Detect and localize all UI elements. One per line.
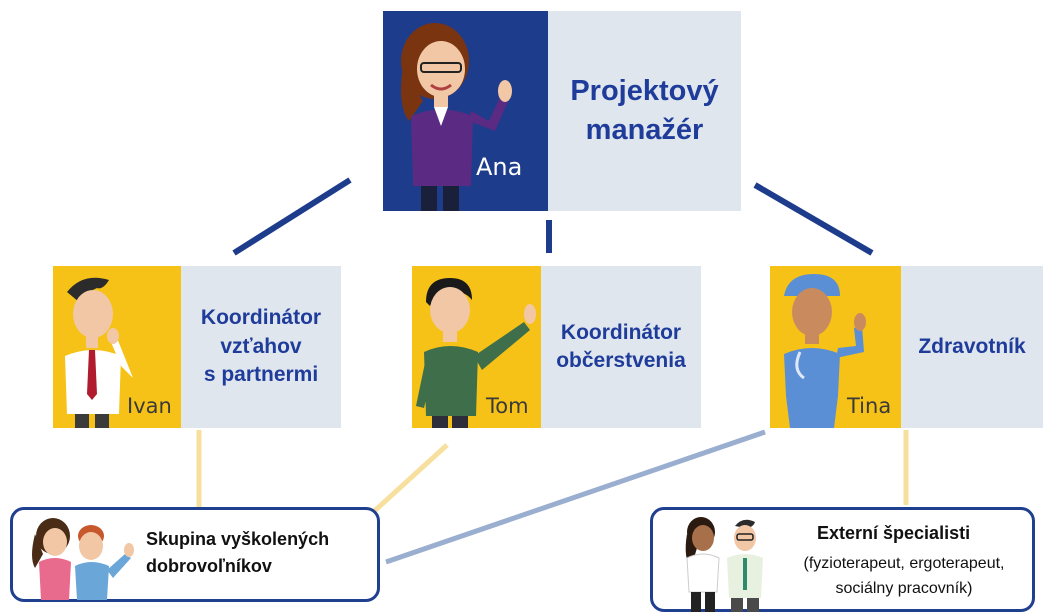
manager-role: Projektový manažér — [570, 74, 719, 146]
tom-role: Koordinátor občerstvenia — [556, 320, 686, 372]
volunteers-group: Skupina vyškolených dobrovoľníkov — [10, 507, 380, 602]
line-tina-volunteers — [385, 429, 766, 565]
tina-name: Tina — [847, 394, 892, 418]
tom-portrait: Tom — [412, 266, 541, 428]
volunteers-title: Skupina vyškolených dobrovoľníkov — [146, 529, 330, 576]
line-manager-ivan — [232, 177, 352, 256]
manager-name: Ana — [476, 153, 523, 181]
ivan-portrait: Ivan — [53, 266, 181, 428]
tina-portrait: Tina — [770, 266, 901, 428]
line-manager-tina — [753, 182, 874, 256]
specialists-group: Externí špecialisti (fyzioterapeut, ergo… — [650, 507, 1035, 612]
ivan-name: Ivan — [127, 394, 172, 418]
specialists-illustration — [685, 517, 763, 612]
specialists-title: Externí špecialisti — [817, 523, 971, 543]
tom-role-panel: Koordinátor občerstvenia — [541, 266, 701, 428]
volunteers-illustration — [32, 518, 134, 600]
tina-role: Zdravotník — [918, 334, 1026, 358]
ivan-role-panel: Koordinátor vzťahov s partnermi — [181, 266, 341, 428]
ivan-role: Koordinátor vzťahov s partnermi — [200, 306, 322, 387]
tom-name: Tom — [486, 394, 529, 418]
manager-portrait: Ana — [383, 11, 548, 211]
line-tom-volunteers — [368, 443, 449, 517]
tina-role-panel: Zdravotník — [901, 266, 1043, 428]
manager-role-panel: Projektový manažér — [548, 11, 741, 211]
specialists-subtitle: (fyzioterapeut, ergoterapeut, sociálny p… — [803, 555, 1005, 597]
